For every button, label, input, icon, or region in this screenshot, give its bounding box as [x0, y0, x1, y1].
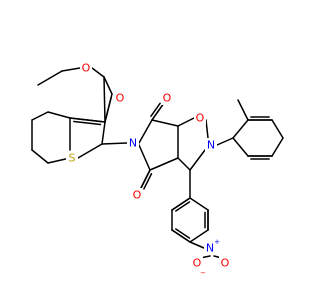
atom-n-imide: N — [129, 137, 137, 150]
molecule-structure-canvas: O O S N O O O N N + O − O — [31, 61, 284, 277]
bond — [138, 119, 153, 144]
bond — [69, 117, 106, 123]
atom-o-ester-carbonyl: O — [116, 92, 125, 105]
atom-o-imide-top: O — [163, 92, 172, 105]
bond — [61, 67, 81, 72]
bond — [216, 137, 234, 146]
bond — [138, 144, 151, 171]
bond — [171, 229, 191, 243]
atom-bg — [114, 91, 126, 105]
bond — [73, 120, 102, 126]
bond — [177, 157, 191, 171]
atom-n-isoxazolidine: N — [207, 139, 215, 152]
nitro-n-charge: + — [214, 238, 220, 246]
nitro-o-charge: − — [200, 269, 206, 277]
bond — [237, 99, 249, 121]
atom-bg — [131, 188, 143, 202]
atom-bg — [194, 111, 206, 125]
bond — [31, 111, 49, 121]
bond — [77, 143, 103, 159]
atom-bg — [219, 256, 231, 270]
bond — [91, 67, 105, 78]
atom-label-layer: O O S N O O O N N + O − O — [66, 61, 231, 277]
atom-bg — [80, 61, 92, 75]
bond — [143, 172, 153, 190]
atom-bg — [66, 151, 78, 165]
bond — [232, 137, 249, 157]
bond — [189, 149, 206, 171]
atom-bg — [127, 136, 139, 150]
atom-o-ester-ether: O — [82, 62, 91, 75]
bond-layer — [31, 67, 284, 259]
bond — [171, 197, 191, 211]
bond — [31, 149, 49, 164]
molecule-structure-diagram: O O S N O O O N N + O − O — [31, 61, 284, 277]
bond — [149, 157, 179, 171]
atom-s-thiophene: S — [69, 152, 76, 165]
atom-o-imide-bottom: O — [133, 189, 142, 202]
atom-o-nitro-left: O — [193, 257, 202, 270]
bond — [189, 241, 205, 249]
bond — [151, 119, 179, 127]
bond — [150, 102, 161, 117]
atom-bg — [191, 256, 203, 270]
bond — [189, 197, 209, 211]
bond — [175, 201, 191, 212]
bond — [103, 76, 113, 95]
bond — [205, 119, 209, 139]
bond — [189, 229, 209, 243]
bond — [101, 121, 106, 145]
bond — [232, 119, 249, 139]
atom-bg — [161, 91, 173, 105]
atom-o-isoxazolidine: O — [196, 112, 205, 125]
bond — [151, 102, 165, 121]
bond — [105, 96, 112, 120]
bond — [271, 137, 284, 157]
atom-bg — [204, 241, 216, 255]
bond — [37, 70, 63, 86]
bond — [47, 111, 71, 119]
bond — [103, 76, 106, 123]
atom-n-nitro: N — [206, 242, 214, 255]
bond — [177, 117, 195, 127]
bond — [139, 169, 151, 191]
bond — [271, 119, 284, 139]
bond — [175, 228, 191, 239]
bond — [101, 142, 128, 145]
atom-o-nitro-right: O — [221, 257, 230, 270]
atom-bg — [205, 138, 217, 152]
